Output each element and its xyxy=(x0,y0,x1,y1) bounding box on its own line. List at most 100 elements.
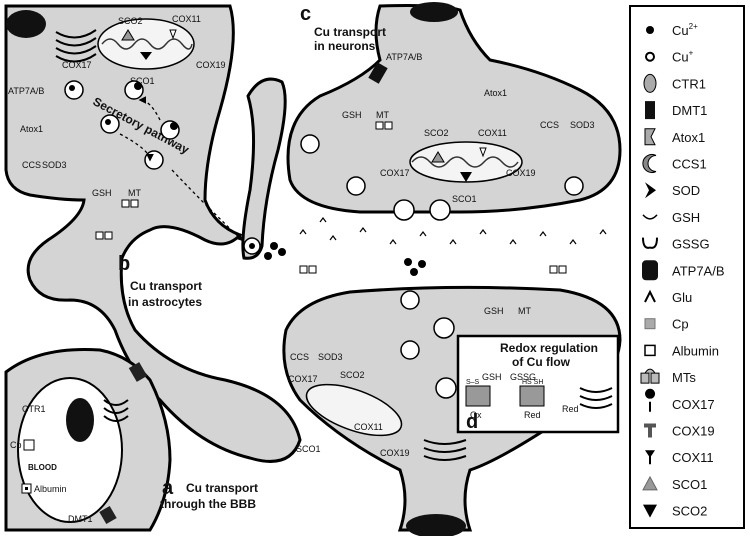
ctr1-icon xyxy=(643,73,657,93)
panel-a-title-2: through the BBB xyxy=(160,497,256,511)
legend-item: CCS1 xyxy=(642,154,707,173)
legend-item: COX11 xyxy=(645,450,714,465)
neuron-label-cox17: COX17 xyxy=(380,168,410,178)
post-label-gsh: GSH xyxy=(484,306,504,316)
label-cp: Cp xyxy=(10,440,22,450)
neuron-label-atp7ab: ATP7A/B xyxy=(386,52,422,62)
label-cox17: COX17 xyxy=(62,60,92,70)
mts-icon xyxy=(640,368,660,384)
postsynaptic-mitochondrion xyxy=(305,383,403,437)
sco2-triangle xyxy=(121,29,135,41)
label-cox11: COX11 xyxy=(172,14,201,24)
legend-item: Cu+ xyxy=(645,49,694,65)
glu-icon xyxy=(644,289,656,303)
panel-c-title-1: Cu transport xyxy=(314,25,386,39)
legend-item: GSSG xyxy=(642,237,710,252)
legend-item: COX17 xyxy=(645,388,715,412)
panel-b-letter: b xyxy=(118,253,130,275)
legend-label: COX17 xyxy=(672,397,715,412)
postsynaptic-nucleus xyxy=(406,514,466,536)
panel-d-ss: S–S xyxy=(466,379,480,386)
legend-item: SCO1 xyxy=(642,475,707,492)
post-label-sco1: SCO1 xyxy=(296,444,321,454)
neuron-atp7ab-box xyxy=(368,62,388,84)
neuron-label-cox11: COX11 xyxy=(478,128,507,138)
legend-label: CTR1 xyxy=(672,76,706,91)
post-label-ccs: CCS xyxy=(290,352,309,362)
legend-label: DMT1 xyxy=(672,103,707,118)
neuron-label-sod3: SOD3 xyxy=(570,120,595,130)
panel-d-red-2: Red xyxy=(562,404,579,414)
astrocyte-cell xyxy=(4,4,302,463)
astrocyte-mt-boxes xyxy=(95,199,567,274)
cu1-ring-icon xyxy=(645,51,655,62)
endothelial-nucleus xyxy=(66,398,94,442)
sco1-icon xyxy=(642,475,658,491)
label-ctr1: CTR1 xyxy=(22,404,46,414)
synaptic-glutamate xyxy=(299,217,607,245)
cox17-icon xyxy=(645,388,656,412)
label-blood: BLOOD xyxy=(28,463,57,472)
legend-label: SOD xyxy=(672,183,700,198)
neuron-label-sco1: SCO1 xyxy=(452,194,477,204)
post-label-cox19: COX19 xyxy=(380,448,410,458)
neuron-label-sco2: SCO2 xyxy=(424,128,449,138)
label-gsh: GSH xyxy=(92,188,112,198)
sco1-triangle xyxy=(140,52,152,60)
panel-d-gssg: GSSG xyxy=(510,372,536,382)
astrocyte-mitochondrion xyxy=(97,18,195,70)
astrocyte-nucleus xyxy=(6,10,46,38)
panel-d-title-1: Redox regulation xyxy=(500,341,598,355)
gssg-icon xyxy=(642,237,658,249)
cox11-triangle xyxy=(169,29,177,40)
panel-d-ox: Ox xyxy=(470,410,482,420)
legend-item: SCO2 xyxy=(643,504,707,519)
panel-d-gsh: GSH xyxy=(482,372,502,382)
sod-icon xyxy=(645,182,656,199)
legend-item: SOD xyxy=(645,182,700,199)
legend-item: GSH xyxy=(642,210,700,225)
panel-b-title-2: in astrocytes xyxy=(128,295,202,309)
neuron-vesicles xyxy=(300,134,584,221)
label-atp7ab: ATP7A/B xyxy=(8,86,44,96)
legend-item: ATP7A/B xyxy=(642,260,725,281)
label-sod3: SOD3 xyxy=(42,160,67,170)
legend-label: ATP7A/B xyxy=(672,263,725,278)
astrocyte-golgi xyxy=(55,29,97,63)
legend-label: SCO2 xyxy=(672,504,707,519)
label-mt: MT xyxy=(128,188,141,198)
panel-c-letter: c xyxy=(300,3,311,25)
legend-label: MTs xyxy=(672,370,696,385)
panel-d-title-2: of Cu flow xyxy=(512,355,571,369)
legend-item: MTs xyxy=(640,368,696,385)
panel-d-box xyxy=(456,334,620,434)
post-label-sco2: SCO2 xyxy=(340,370,365,380)
panel-d-red: Red xyxy=(524,410,541,420)
post-label-sod3: SOD3 xyxy=(318,352,343,362)
atox1-icon xyxy=(644,128,656,146)
label-sco1: SCO1 xyxy=(130,76,155,86)
neuron-label-ccs: CCS xyxy=(540,120,559,130)
gsh-icon xyxy=(642,214,658,220)
legend-item: Glu xyxy=(644,289,692,305)
neuron-cell xyxy=(286,4,622,214)
legend-label: COX11 xyxy=(672,450,714,465)
legend-item: Albumin xyxy=(644,343,719,358)
panel-a-title-1: Cu transport xyxy=(186,481,258,495)
panel-c-title-2: in neurons xyxy=(314,39,376,53)
legend-label: GSH xyxy=(672,210,700,225)
legend-items: Cu2+Cu+CTR1DMT1Atox1CCS1SODGSHGSSGATP7A/… xyxy=(640,22,725,519)
label-atox1: Atox1 xyxy=(20,124,43,134)
legend-item: Cp xyxy=(644,317,689,332)
astrocyte-process xyxy=(241,77,287,260)
label-albumin: Albumin xyxy=(34,484,67,494)
legend-label: Albumin xyxy=(672,343,719,358)
dmt1-icon xyxy=(645,101,655,120)
albumin-icon xyxy=(644,344,656,357)
label-sco2: SCO2 xyxy=(118,16,143,26)
neuron-label-atox1: Atox1 xyxy=(484,88,507,98)
neuron-label-mt: MT xyxy=(376,110,389,120)
legend-label-sup: 2+ xyxy=(689,22,698,31)
legend-label: CCS1 xyxy=(672,157,707,172)
